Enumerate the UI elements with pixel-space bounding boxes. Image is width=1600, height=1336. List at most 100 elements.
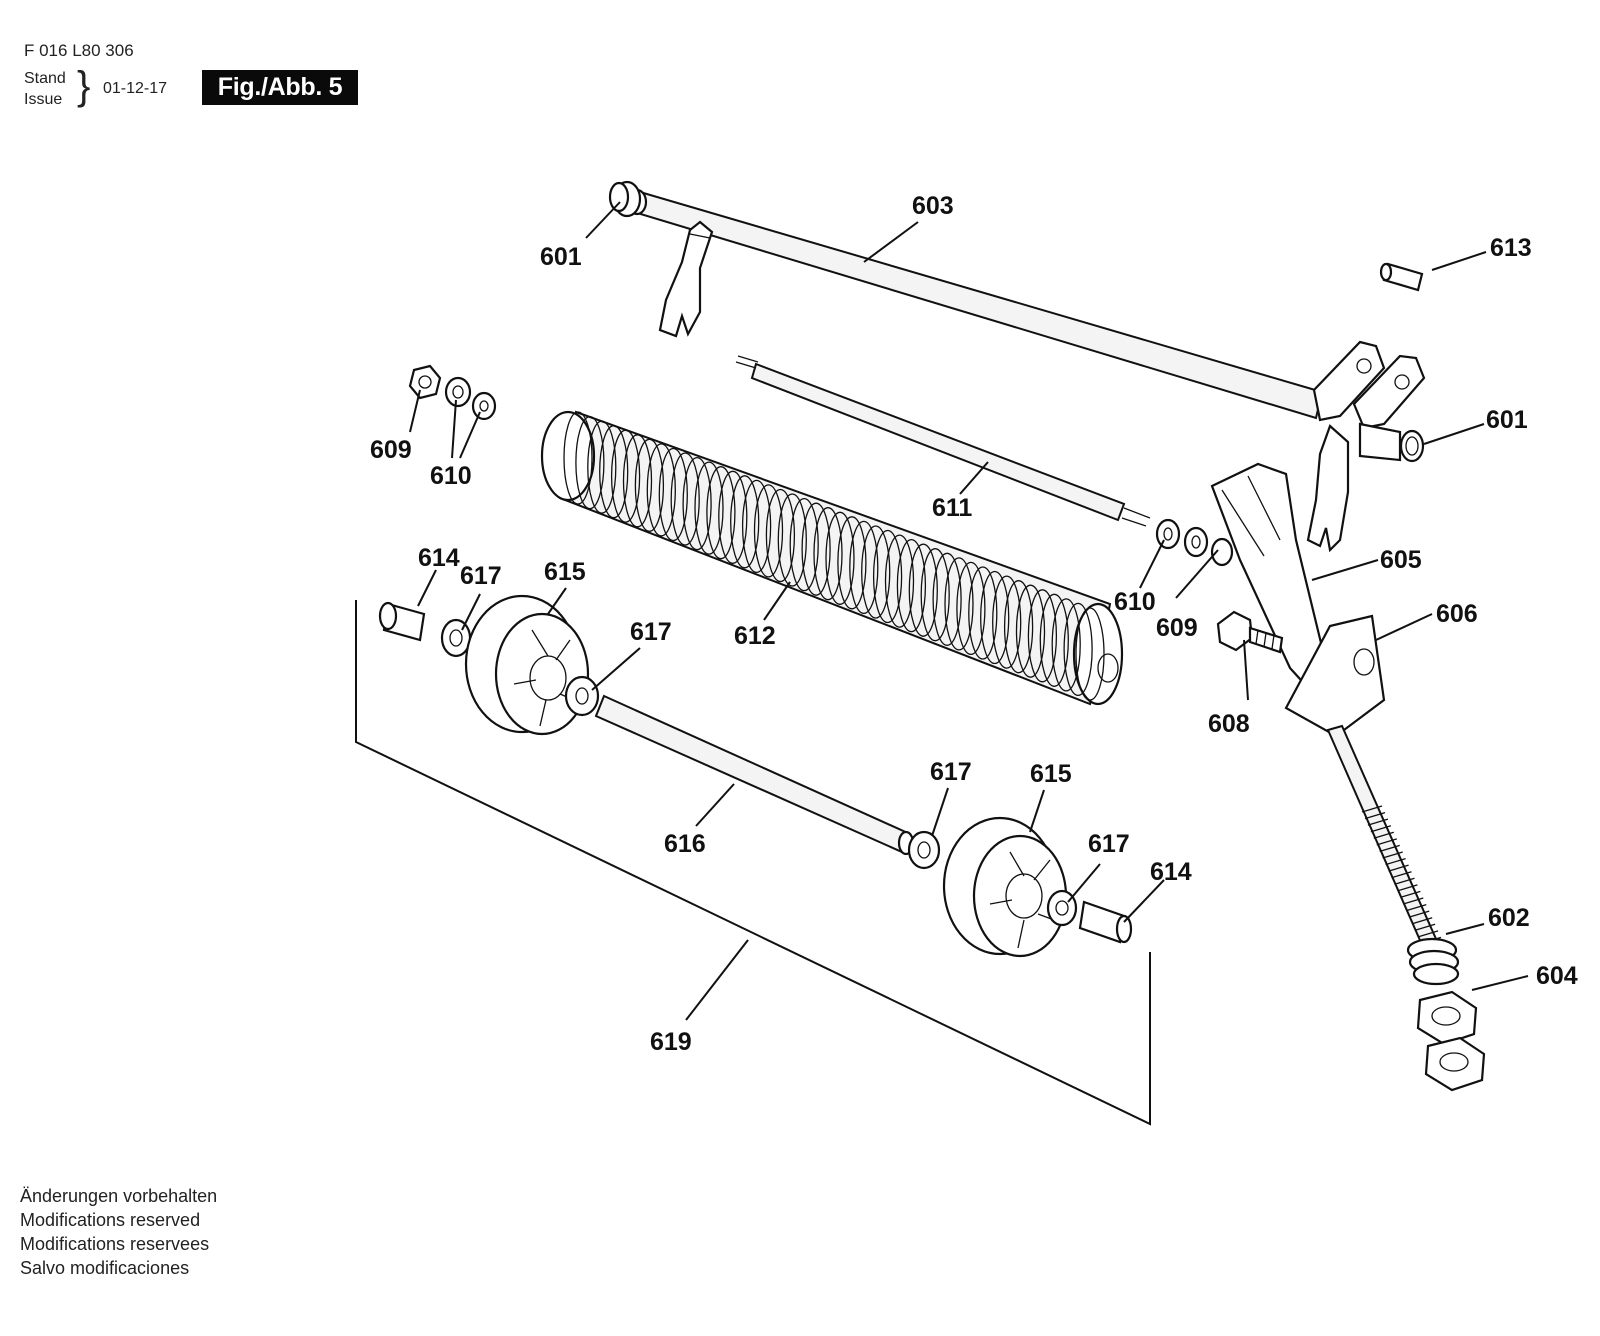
rod-thread xyxy=(1391,871,1412,879)
callout-614: 614 xyxy=(1150,858,1192,886)
issue-label: Issue xyxy=(24,91,63,108)
part-threaded-rod xyxy=(1326,724,1445,956)
rod-thread xyxy=(1417,930,1439,938)
callout-615: 615 xyxy=(1030,760,1072,788)
roller-rib xyxy=(741,479,772,574)
roller-rib xyxy=(622,434,653,528)
roller-rib xyxy=(682,456,712,551)
callout-603: 603 xyxy=(912,192,954,220)
rod-thread xyxy=(1403,897,1424,905)
roller-rib xyxy=(1027,589,1058,683)
roller-rib xyxy=(920,548,950,642)
callout-617: 617 xyxy=(460,562,502,590)
part-602-spring xyxy=(1406,937,1460,986)
callout-619: 619 xyxy=(650,1028,692,1056)
callout-605: 605 xyxy=(1380,546,1422,574)
brace-glyph: } xyxy=(77,64,91,108)
rod-thread xyxy=(1388,864,1409,872)
rod-thread xyxy=(1397,884,1418,892)
roller-rib xyxy=(587,420,617,514)
leader-lines xyxy=(409,201,1529,1021)
roller-rib xyxy=(575,415,605,510)
callout-608: 608 xyxy=(1208,710,1250,738)
part-613-pin xyxy=(1379,262,1424,292)
roller-rib xyxy=(992,575,1022,669)
roller-rib xyxy=(1063,602,1093,697)
roller-rib xyxy=(789,497,819,592)
rod-thread xyxy=(1367,818,1389,826)
callout-617: 617 xyxy=(930,758,972,786)
roller-rib xyxy=(1015,584,1046,678)
part-603-upper-shaft xyxy=(608,180,1426,553)
rod-thread xyxy=(1379,844,1400,853)
roller-rib xyxy=(777,493,807,587)
roller-rib xyxy=(1003,580,1034,674)
rod-thread xyxy=(1394,877,1415,885)
roller-rib xyxy=(884,534,915,628)
roller-rib xyxy=(968,566,998,660)
callout-609: 609 xyxy=(370,436,412,464)
callout-labels: 601 603 613 601 609 610 611 612 610 609 … xyxy=(370,192,1578,1056)
callout-612: 612 xyxy=(734,622,776,650)
modification-notes: Änderungen vorbehalten Modifications res… xyxy=(20,1184,217,1280)
callout-610: 610 xyxy=(430,462,472,490)
roller-rib xyxy=(753,484,784,578)
issue-date: 01-12-17 xyxy=(103,80,168,97)
callout-611: 611 xyxy=(932,494,972,522)
roller-rib xyxy=(670,452,700,546)
rod-thread xyxy=(1361,805,1383,813)
rod-thread xyxy=(1382,851,1403,859)
callout-610: 610 xyxy=(1114,588,1156,616)
roller-rib xyxy=(872,529,903,624)
stand-label: Stand xyxy=(24,70,66,87)
roller-rib xyxy=(813,507,843,601)
roller-rib xyxy=(849,520,879,615)
rod-thread xyxy=(1412,917,1433,925)
callout-616: 616 xyxy=(664,830,706,858)
callout-617: 617 xyxy=(1088,830,1130,858)
callout-615: 615 xyxy=(544,558,586,586)
roller-rib xyxy=(765,488,796,583)
roller-rib xyxy=(646,443,676,537)
roller-rib xyxy=(908,543,938,637)
note-line: Modifications reservees xyxy=(20,1234,210,1254)
callout-604: 604 xyxy=(1536,962,1578,990)
note-line: Salvo modificaciones xyxy=(20,1258,190,1278)
figure-badge: Fig./Abb. 5 xyxy=(202,70,358,105)
roller-rib xyxy=(980,570,1010,665)
roller-rib xyxy=(718,470,748,564)
roller-rib xyxy=(1051,598,1081,692)
callout-606: 606 xyxy=(1436,600,1478,628)
rod-thread xyxy=(1376,838,1397,846)
part-611-axle xyxy=(735,355,1151,527)
rod-thread xyxy=(1406,903,1427,912)
callout-601: 601 xyxy=(1486,406,1528,434)
roller-rib xyxy=(861,525,891,619)
roller-rib xyxy=(634,438,665,532)
rod-thread xyxy=(1414,923,1436,931)
roller-rib xyxy=(932,552,962,646)
part-609-610-fasteners-left xyxy=(408,364,497,421)
rod-thread xyxy=(1400,890,1421,899)
callout-609: 609 xyxy=(1156,614,1198,642)
roller-rib xyxy=(1075,607,1105,701)
rod-thread xyxy=(1373,831,1394,839)
note-line: Modifications reserved xyxy=(20,1210,201,1230)
callout-614: 614 xyxy=(418,544,460,572)
roller-rib xyxy=(658,447,688,542)
roller-rib xyxy=(896,538,927,633)
callout-602: 602 xyxy=(1488,904,1530,932)
roller-rib xyxy=(694,461,724,555)
roller-rib xyxy=(837,516,867,610)
callout-601: 601 xyxy=(540,243,582,271)
callout-617: 617 xyxy=(630,618,672,646)
rod-thread xyxy=(1385,857,1406,866)
note-line: Änderungen vorbehalten xyxy=(20,1186,218,1206)
roller-rib xyxy=(956,561,986,656)
rod-thread xyxy=(1364,811,1386,820)
rod-thread xyxy=(1409,910,1430,918)
roller-rib xyxy=(944,557,974,651)
part-619-wheel-assembly xyxy=(355,594,1151,1126)
part-610-609-fasteners-right xyxy=(1155,518,1234,567)
